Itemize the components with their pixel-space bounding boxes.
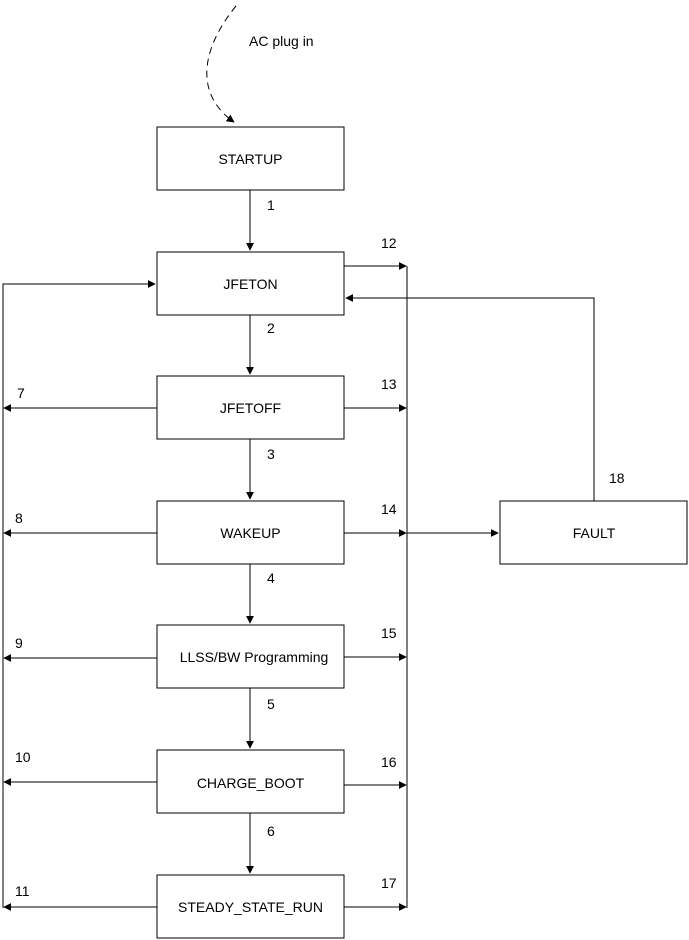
entry-note: AC plug in — [249, 33, 314, 49]
state-jfeton: JFETON — [156, 251, 345, 316]
transition-5-label: 5 — [267, 696, 275, 712]
transition-3-label: 3 — [267, 446, 275, 462]
transition-11-label: 11 — [15, 883, 30, 899]
state-fault: FAULT — [499, 500, 688, 565]
state-llss: LLSS/BW Programming — [156, 624, 345, 689]
left-return-bus — [2, 280, 156, 908]
state-jfetoff-label: JFETOFF — [220, 400, 281, 416]
state-jfeton-label: JFETON — [223, 276, 277, 292]
transition-2-label: 2 — [267, 320, 275, 336]
state-charge-boot: CHARGE_BOOT — [156, 749, 345, 814]
state-wakeup: WAKEUP — [156, 500, 345, 565]
state-llss-label: LLSS/BW Programming — [180, 649, 329, 665]
state-charge-boot-label: CHARGE_BOOT — [197, 775, 305, 791]
transition-16-label: 16 — [381, 754, 397, 770]
transition-7-label: 7 — [17, 385, 25, 401]
transition-9-label: 9 — [15, 635, 23, 651]
state-steady-label: STEADY_STATE_RUN — [178, 899, 323, 915]
transition-17-label: 17 — [381, 875, 397, 891]
entry-arrow — [206, 5, 237, 123]
state-wakeup-label: WAKEUP — [220, 525, 280, 541]
transition-10-label: 10 — [15, 749, 31, 765]
transition-18-label: 18 — [609, 470, 625, 486]
transition-14-label: 14 — [381, 501, 397, 517]
transition-15-label: 15 — [381, 625, 397, 641]
state-steady: STEADY_STATE_RUN — [156, 874, 345, 939]
transition-6-label: 6 — [267, 823, 275, 839]
state-fault-label: FAULT — [573, 525, 616, 541]
transition-12-label: 12 — [381, 235, 397, 251]
state-startup-label: STARTUP — [218, 151, 282, 167]
transition-13-label: 13 — [381, 376, 397, 392]
transition-18-arrow — [345, 294, 595, 501]
transition-8-label: 8 — [15, 510, 23, 526]
state-jfetoff: JFETOFF — [156, 375, 345, 440]
transition-4-label: 4 — [267, 570, 275, 586]
state-startup: STARTUP — [156, 126, 345, 191]
transition-1-label: 1 — [267, 197, 275, 213]
